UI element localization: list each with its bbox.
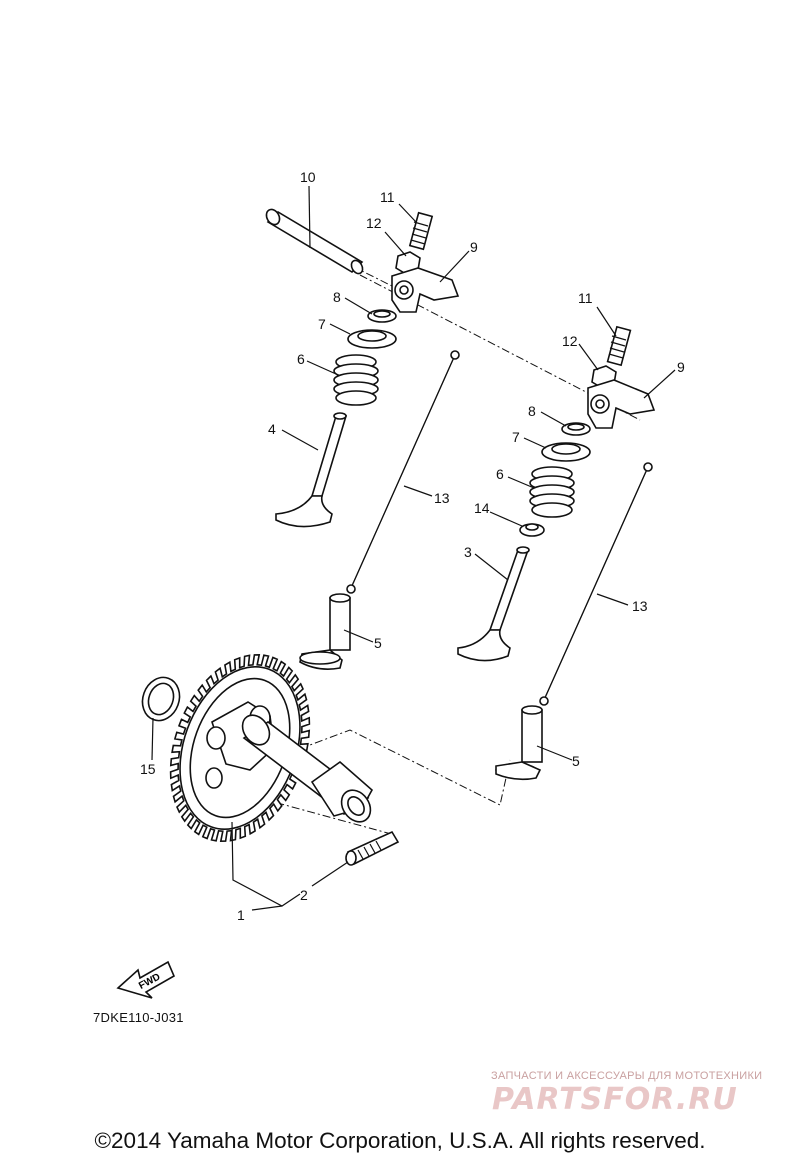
valve-spring-part <box>529 466 575 518</box>
callout-14: 14 <box>474 500 490 516</box>
callout-8: 8 <box>333 289 341 305</box>
adjuster-screw-part <box>408 211 434 251</box>
copyright-notice: ©2014 Yamaha Motor Corporation, U.S.A. A… <box>94 1128 706 1153</box>
callout-5: 5 <box>572 753 580 769</box>
leader-lines <box>151 185 676 911</box>
push-rods <box>346 350 653 706</box>
adjuster-screw-part <box>606 325 632 367</box>
exhaust-valve-part <box>275 412 348 528</box>
callout-7: 7 <box>318 316 326 332</box>
callout-11: 11 <box>578 290 593 306</box>
valve-stem-seal-part <box>519 523 545 537</box>
rocker-shaft-part <box>265 208 364 275</box>
callout-11: 11 <box>380 189 395 205</box>
callout-1: 1 <box>237 907 245 923</box>
intake-valve-part <box>457 546 530 662</box>
callout-5: 5 <box>374 635 382 651</box>
callout-15: 15 <box>140 761 156 777</box>
decompressor-spring-part <box>345 830 400 866</box>
left-valve-train <box>275 211 460 528</box>
callout-12: 12 <box>562 333 578 349</box>
watermark-logo: PARTSFOR.RU <box>492 1082 738 1117</box>
right-valve-train <box>457 325 656 662</box>
callout-7: 7 <box>512 429 520 445</box>
callout-6: 6 <box>496 466 504 482</box>
callout-6: 6 <box>297 351 305 367</box>
valve-lifter-left-part <box>299 593 351 670</box>
callout-12: 12 <box>366 215 382 231</box>
callout-9: 9 <box>470 239 478 255</box>
washer-part <box>141 676 181 722</box>
fwd-arrow-icon: FWD <box>116 960 176 999</box>
watermark-tagline: ЗАПЧАСТИ И АКСЕССУАРЫ ДЛЯ МОТОТЕХНИКИ <box>491 1070 763 1082</box>
rocker-arm-part <box>587 379 656 429</box>
callout-8: 8 <box>528 403 536 419</box>
callout-10: 10 <box>300 169 316 185</box>
callout-4: 4 <box>268 421 276 437</box>
callout-13: 13 <box>434 490 450 506</box>
camshaft-part <box>169 653 374 843</box>
callout-9: 9 <box>677 359 685 375</box>
callout-13: 13 <box>632 598 648 614</box>
callout-2: 2 <box>300 887 308 903</box>
callout-numbers: 10 11 12 9 8 7 6 4 13 11 12 9 8 7 6 14 3… <box>140 169 685 923</box>
valve-lifter-right-part <box>495 705 543 781</box>
rocker-arm-part <box>391 267 460 313</box>
diagram-code: 7DKE110-J031 <box>93 1010 184 1025</box>
callout-3: 3 <box>464 544 472 560</box>
valve-spring-part <box>333 354 379 406</box>
